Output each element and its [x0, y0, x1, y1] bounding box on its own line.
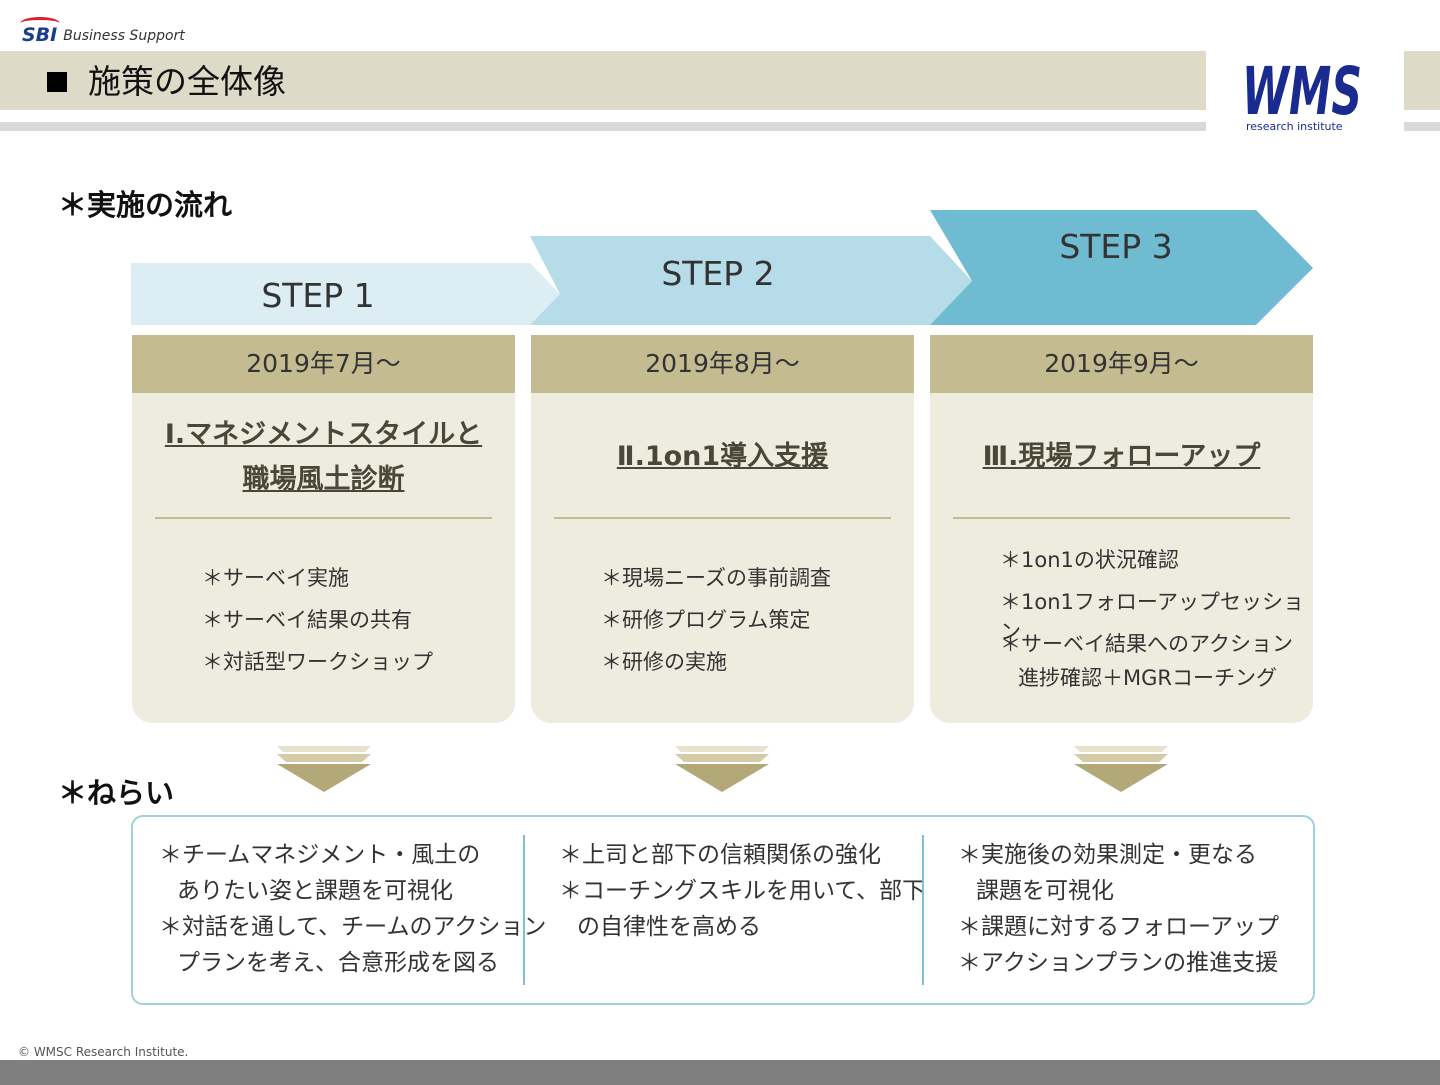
- step3-card: 2019年9月～ Ⅲ.現場フォローアップ ＊1on1の状況確認 ＊1on1フォロ…: [930, 335, 1313, 723]
- double-chevron-down-icon: [1074, 746, 1168, 792]
- list-item: ＊1on1の状況確認: [1000, 548, 1179, 572]
- step1-title: Ⅰ.マネジメントスタイルと 職場風土診断: [132, 412, 515, 502]
- sbi-logo-mark: SBI: [20, 17, 60, 46]
- card-divider: [155, 517, 492, 519]
- step2-title-line: Ⅱ.1on1導入支援: [616, 441, 829, 472]
- title-underline: [0, 122, 1206, 131]
- step3-arrow: [930, 210, 1313, 325]
- list-item: ＊研修の実施: [601, 650, 727, 674]
- card-divider: [554, 517, 891, 519]
- list-item: 進捗確認＋MGRコーチング: [1018, 666, 1277, 690]
- step3-items: ＊1on1の状況確認 ＊1on1フォローアップセッション ＊サーベイ結果へのアク…: [1000, 545, 1313, 705]
- step2-date: 2019年8月～: [531, 335, 914, 393]
- title-band-right: [1404, 51, 1440, 110]
- title-square-icon: [47, 72, 67, 92]
- list-item: ＊コーチングスキルを用いて、部下: [559, 878, 926, 904]
- step1-date: 2019年7月～: [132, 335, 515, 393]
- list-item: ＊研修プログラム策定: [601, 608, 811, 632]
- step1-items: ＊サーベイ実施 ＊サーベイ結果の共有 ＊対話型ワークショップ: [202, 563, 433, 689]
- step1-arrow: [131, 263, 560, 325]
- list-item: ありたい姿と課題を可視化: [177, 878, 453, 904]
- list-item: ＊現場ニーズの事前調査: [601, 566, 831, 590]
- copyright: © WMSC Research Institute.: [18, 1045, 189, 1059]
- footer-bar: [0, 1060, 1440, 1085]
- step2-label: STEP 2: [661, 254, 775, 293]
- sbi-logo: SBI Business Support: [20, 14, 185, 46]
- step-arrows: [131, 210, 1313, 325]
- step1-title-line: Ⅰ.マネジメントスタイルと: [164, 419, 483, 450]
- step3-label: STEP 3: [1059, 227, 1173, 266]
- list-item: ＊サーベイ実施: [202, 566, 349, 590]
- card-divider: [953, 517, 1290, 519]
- list-item: ＊サーベイ結果へのアクション: [1000, 632, 1293, 656]
- aims-column-2: ＊上司と部下の信頼関係の強化 ＊コーチングスキルを用いて、部下 の自律性を高める: [559, 837, 925, 945]
- step1-title-line: 職場風土診断: [242, 464, 405, 495]
- step3-title-line: Ⅲ.現場フォローアップ: [982, 441, 1261, 472]
- step2-card: 2019年8月～ Ⅱ.1on1導入支援 ＊現場ニーズの事前調査 ＊研修プログラム…: [531, 335, 914, 723]
- list-item: ＊アクションプランの推進支援: [958, 950, 1279, 976]
- step1-label: STEP 1: [261, 276, 375, 315]
- aims-heading: ＊ねらい: [58, 776, 175, 810]
- step2-arrow: [530, 236, 972, 325]
- list-item: ＊課題に対するフォローアップ: [958, 914, 1280, 940]
- title-underline-right: [1404, 122, 1440, 131]
- svg-text:WMS: WMS: [1242, 53, 1362, 130]
- list-item: ＊対話型ワークショップ: [202, 650, 433, 674]
- list-item: ＊上司と部下の信頼関係の強化: [559, 842, 881, 868]
- aims-divider: [523, 835, 525, 985]
- wms-logo: WMS: [1242, 53, 1362, 130]
- double-chevron-down-icon: [675, 746, 769, 792]
- page-title: 施策の全体像: [88, 62, 286, 101]
- flow-heading: ＊実施の流れ: [58, 188, 233, 222]
- step1-card: 2019年7月～ Ⅰ.マネジメントスタイルと 職場風土診断 ＊サーベイ実施 ＊サ…: [132, 335, 515, 723]
- list-item: ＊1on1フォローアップセッション: [1000, 590, 1305, 644]
- list-item: 課題を可視化: [976, 878, 1114, 904]
- list-item: の自律性を高める: [577, 914, 761, 940]
- aims-divider: [922, 835, 924, 985]
- sbi-logo-text: Business Support: [63, 28, 185, 44]
- aims-column-3: ＊実施後の効果測定・更なる 課題を可視化 ＊課題に対するフォローアップ ＊アクシ…: [958, 837, 1279, 981]
- list-item: ＊実施後の効果測定・更なる: [958, 842, 1257, 868]
- aims-box: ＊チームマネジメント・風土の ありたい姿と課題を可視化 ＊対話を通して、チームの…: [131, 815, 1315, 1005]
- step3-date: 2019年9月～: [930, 335, 1313, 393]
- step2-items: ＊現場ニーズの事前調査 ＊研修プログラム策定 ＊研修の実施: [601, 563, 831, 689]
- step3-title: Ⅲ.現場フォローアップ: [930, 434, 1313, 479]
- title-band: [0, 51, 1206, 110]
- double-chevron-down-icon: [277, 746, 371, 792]
- wms-tagline: research institute: [1246, 120, 1343, 133]
- list-item: ＊サーベイ結果の共有: [202, 608, 412, 632]
- list-item: ＊チームマネジメント・風土の: [159, 842, 481, 868]
- list-item: プランを考え、合意形成を図る: [177, 950, 499, 976]
- aims-column-1: ＊チームマネジメント・風土の ありたい姿と課題を可視化 ＊対話を通して、チームの…: [159, 837, 546, 981]
- step2-title: Ⅱ.1on1導入支援: [531, 434, 914, 479]
- list-item: ＊対話を通して、チームのアクション: [159, 914, 547, 940]
